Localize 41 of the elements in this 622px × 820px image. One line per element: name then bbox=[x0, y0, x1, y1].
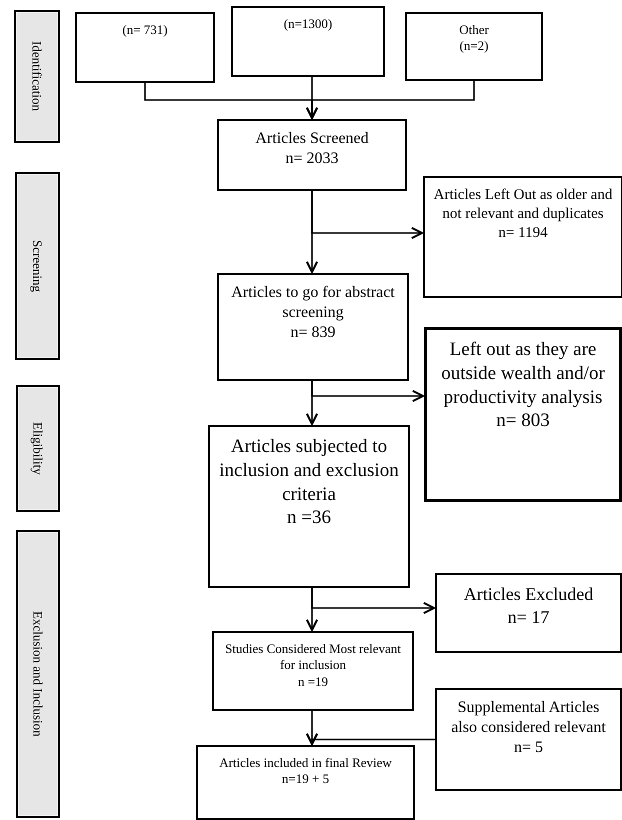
process-box bbox=[196, 745, 415, 820]
count-text: n= 1194 bbox=[498, 224, 548, 242]
arrow bbox=[306, 732, 435, 746]
box-text: Articles Excluded bbox=[464, 583, 594, 606]
process-box bbox=[212, 631, 414, 711]
phase-box bbox=[16, 385, 60, 512]
count-text: n= 2033 bbox=[285, 149, 339, 169]
box-text: Other bbox=[459, 22, 489, 38]
phase-box bbox=[14, 10, 60, 143]
arrow bbox=[311, 381, 424, 402]
arrow bbox=[311, 588, 436, 614]
arrow bbox=[306, 81, 475, 120]
phase-label: Screening bbox=[31, 240, 44, 292]
count-text: n =36 bbox=[287, 506, 331, 530]
count-text: n= 17 bbox=[508, 606, 550, 628]
count-text: n= 839 bbox=[290, 323, 336, 343]
box-text: Articles Screened bbox=[255, 129, 369, 149]
process-box bbox=[208, 425, 410, 588]
arrow bbox=[311, 191, 424, 240]
count-text: n= 803 bbox=[496, 409, 550, 433]
process-box bbox=[405, 12, 543, 81]
process-box bbox=[435, 688, 622, 791]
box-text: (n= 731) bbox=[122, 22, 168, 38]
process-box bbox=[217, 273, 409, 381]
process-box bbox=[435, 573, 622, 653]
box-text: (n=1300) bbox=[284, 16, 332, 32]
phase-label: Identification bbox=[30, 41, 44, 112]
process-box bbox=[231, 6, 385, 77]
process-box bbox=[423, 176, 622, 298]
count-text: n=19 + 5 bbox=[282, 771, 330, 788]
count-text: (n=2) bbox=[460, 38, 488, 54]
process-box bbox=[75, 12, 215, 83]
count-text: n= 5 bbox=[514, 738, 544, 758]
process-box bbox=[217, 119, 407, 191]
phase-label: Eligibility bbox=[32, 422, 44, 475]
box-text: Articles included in final Review bbox=[219, 755, 392, 772]
process-box bbox=[424, 327, 622, 502]
phase-box bbox=[15, 172, 60, 360]
count-text: n =19 bbox=[298, 674, 328, 690]
phase-box bbox=[16, 530, 60, 818]
phase-label: Exclusion and Inclusion bbox=[32, 611, 44, 737]
